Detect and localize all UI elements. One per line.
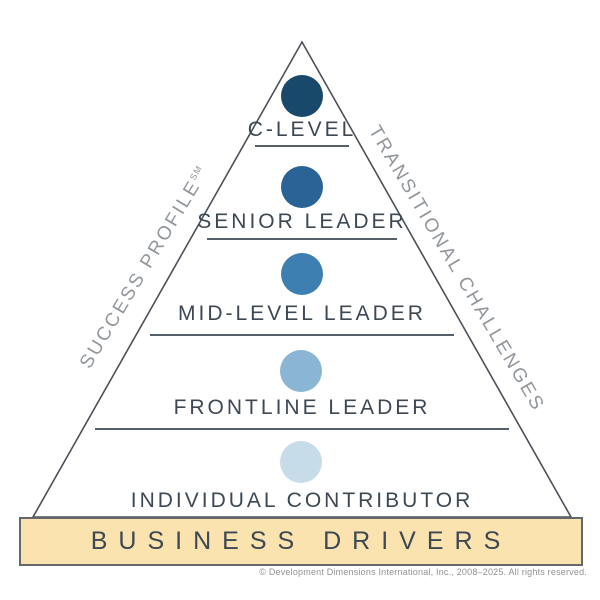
mid-level-leader-label: MID-LEVEL LEADER	[178, 302, 426, 325]
senior-leader-label: SENIOR LEADER	[197, 210, 407, 233]
frontline-leader-dot-icon	[280, 350, 322, 392]
frontline-leader-label: FRONTLINE LEADER	[173, 396, 431, 419]
individual-contributor-label: INDIVIDUAL CONTRIBUTOR	[130, 489, 474, 512]
c-level-label: C-LEVEL	[247, 118, 357, 141]
senior-leader-dot-icon	[281, 166, 323, 208]
mid-level-leader-dot-icon	[281, 253, 323, 295]
business-drivers-bar: BUSINESS DRIVERS	[19, 517, 583, 566]
copyright-text: © Development Dimensions International, …	[259, 567, 587, 577]
business-drivers-label: BUSINESS DRIVERS	[90, 527, 512, 555]
individual-contributor-dot-icon	[280, 441, 322, 483]
c-level-dot-icon	[281, 75, 323, 117]
